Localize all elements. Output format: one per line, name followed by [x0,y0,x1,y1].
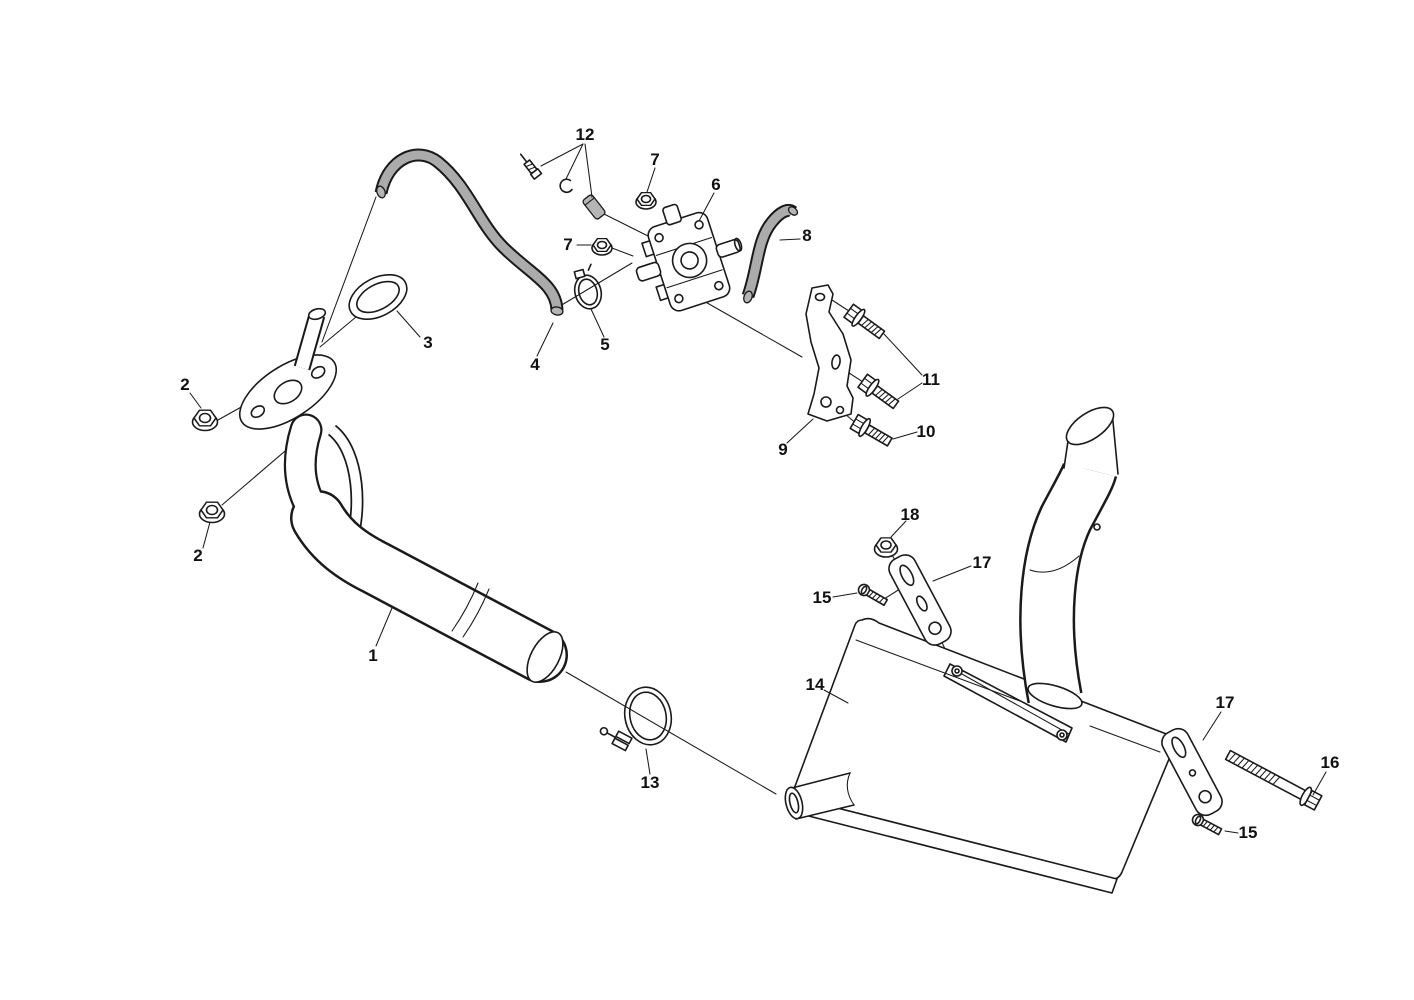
part-label-17b: 17 [1215,693,1235,712]
part-label-3: 3 [423,333,433,352]
nut [635,191,657,210]
part-16-bolt [1224,749,1323,811]
header-pipe-flange [238,354,338,430]
part-label-2b: 2 [193,546,203,565]
muffler-tail-pipe [1019,406,1119,710]
part-label-15b: 15 [1238,823,1258,842]
muffler-strap [943,663,1073,743]
part-label-1: 1 [368,646,378,665]
flange-nut [191,409,219,432]
part-label-4: 4 [530,355,540,374]
nut [591,237,613,256]
part-label-18: 18 [900,505,920,524]
part-label-9: 9 [778,440,788,459]
screw [857,583,889,607]
adjuster-screw [519,153,543,180]
part-3-gasket [348,273,408,321]
part-label-5: 5 [600,335,610,354]
part-label-7b: 7 [563,235,573,254]
retaining-ring [559,178,573,194]
part-5-clamp [573,263,603,310]
part-2-flange-nuts [191,409,226,524]
sleeve [582,194,606,220]
part-label-2a: 2 [180,375,190,394]
part-8-hose [741,204,799,304]
part-6-air-valve [635,203,743,312]
part-label-12: 12 [575,125,595,144]
leader-lines [189,143,1327,834]
part-label-15a: 15 [812,588,832,607]
flange-bolt [843,303,886,340]
flange-nut [198,501,226,524]
part-label-14: 14 [805,675,825,694]
part-13-clamp [599,686,673,752]
part-7-nuts [591,191,657,256]
part-label-11: 11 [922,370,940,389]
part-label-13: 13 [640,773,660,792]
pipe-end-opening [526,631,564,683]
part-17-bracket-upper [888,554,952,646]
part-14-muffler [784,406,1176,894]
part-label-8: 8 [802,226,812,245]
part-11-bolts [843,303,900,410]
part-17-bracket-lower [1161,727,1223,817]
part-label-7a: 7 [650,150,660,169]
part-label-16: 16 [1320,753,1340,772]
part-label-10: 10 [916,422,936,441]
part-4-hose [374,148,564,316]
part-label-17a: 17 [972,553,992,572]
screw [1191,813,1223,836]
part-label-6: 6 [711,175,721,194]
part-12-fittings [519,153,606,220]
part-10-bolt [849,413,893,447]
part-15-screws [857,583,1223,836]
flange-bolt [857,373,900,410]
part-9-bracket [805,284,854,422]
part-1-header-pipe [238,307,568,683]
part-18-flange-nut [873,537,899,558]
